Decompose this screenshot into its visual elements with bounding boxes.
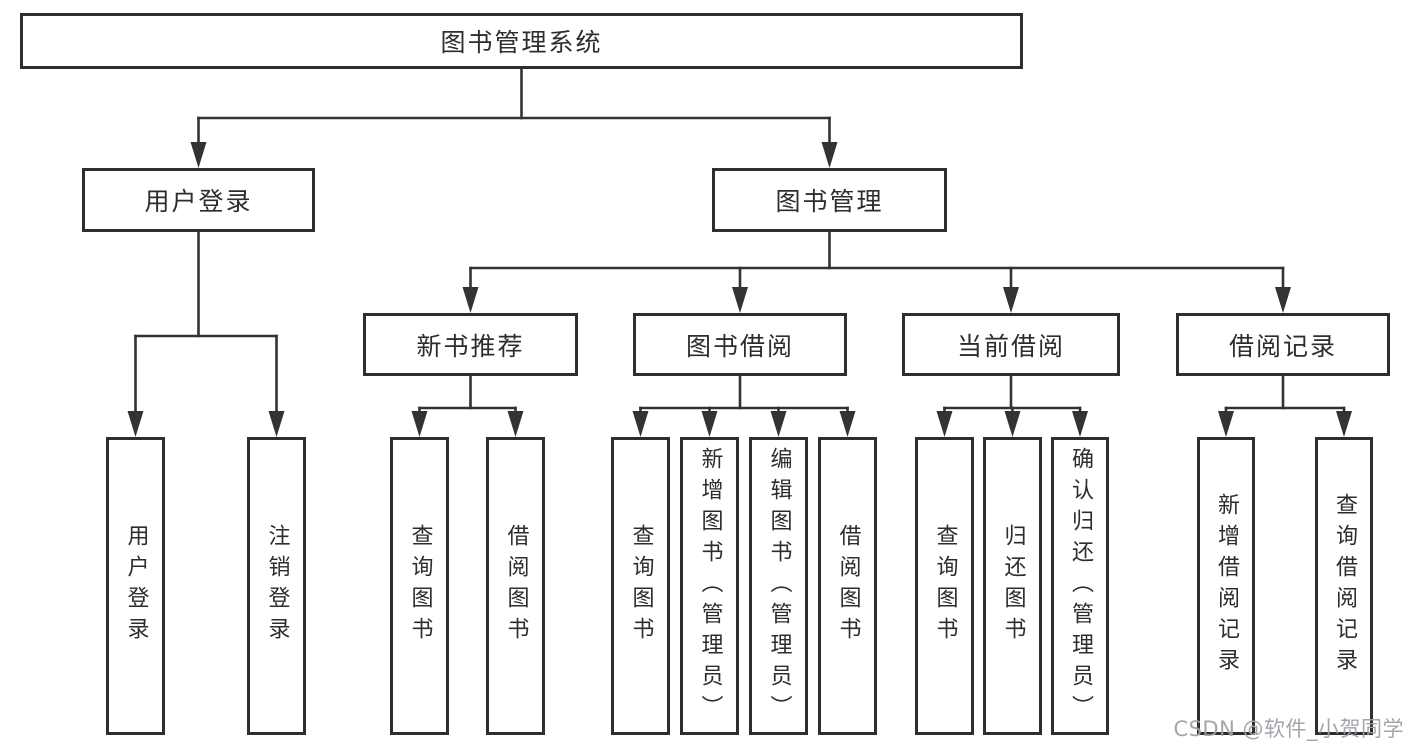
- node-leaf-logout: 注销登录: [247, 437, 306, 735]
- connector-current-borrow: [936, 374, 1088, 437]
- arrowhead-cb-query-book: [936, 411, 953, 437]
- node-br-query-record: 查询借阅记录: [1315, 437, 1373, 735]
- connector-book-mgmt: [462, 230, 1291, 313]
- arrowhead-current-borrow: [1003, 287, 1019, 313]
- node-cb-confirm-return: 确认归还（管理员）: [1051, 437, 1109, 735]
- node-user-login: 用户登录: [82, 168, 315, 232]
- arrowhead-cb-confirm-return: [1072, 411, 1088, 437]
- node-leaf-user-login: 用户登录: [106, 437, 165, 735]
- node-nb-query-book: 查询图书: [390, 437, 449, 735]
- arrowhead-bb-edit-book: [770, 411, 787, 437]
- node-bb-query-book: 查询图书: [611, 437, 670, 735]
- arrowhead-book-borrow: [732, 287, 748, 313]
- node-cb-return-book: 归还图书: [983, 437, 1042, 735]
- arrowhead-bb-borrow-book: [839, 411, 856, 437]
- connector-book-borrow: [632, 374, 856, 437]
- arrowhead-nb-query-book: [411, 411, 428, 437]
- arrowhead-nb-borrow-book: [507, 411, 524, 437]
- arrowhead-new-book-rec: [462, 287, 479, 313]
- node-new-book-rec: 新书推荐: [363, 313, 578, 376]
- node-nb-borrow-book: 借阅图书: [486, 437, 545, 735]
- node-root: 图书管理系统: [20, 13, 1023, 69]
- node-book-borrow: 图书借阅: [633, 313, 847, 376]
- connector-user-login: [127, 230, 285, 437]
- arrowhead-br-query-record: [1336, 411, 1352, 437]
- arrowhead-cb-return-book: [1004, 411, 1021, 437]
- arrowhead-bb-query-book: [632, 411, 649, 437]
- arrowhead-user-login: [190, 142, 207, 168]
- arrowhead-borrow-records: [1275, 287, 1291, 313]
- node-bb-add-book: 新增图书（管理员）: [680, 437, 739, 735]
- node-cb-query-book: 查询图书: [915, 437, 974, 735]
- arrowhead-leaf-user-login: [127, 411, 144, 437]
- watermark: CSDN @软件_小贺同学: [1173, 717, 1404, 741]
- connector-new-book-rec: [411, 374, 524, 437]
- connector-root: [190, 67, 838, 168]
- arrowhead-br-add-record: [1218, 411, 1234, 437]
- arrowhead-leaf-logout: [268, 411, 285, 437]
- arrowhead-bb-add-book: [701, 411, 718, 437]
- node-current-borrow: 当前借阅: [902, 313, 1120, 376]
- arrowhead-book-mgmt: [821, 142, 838, 168]
- node-br-add-record: 新增借阅记录: [1197, 437, 1255, 735]
- node-bb-borrow-book: 借阅图书: [818, 437, 877, 735]
- node-book-mgmt: 图书管理: [712, 168, 947, 232]
- node-borrow-records: 借阅记录: [1176, 313, 1390, 376]
- connector-borrow-records: [1218, 374, 1352, 437]
- node-bb-edit-book: 编辑图书（管理员）: [749, 437, 808, 735]
